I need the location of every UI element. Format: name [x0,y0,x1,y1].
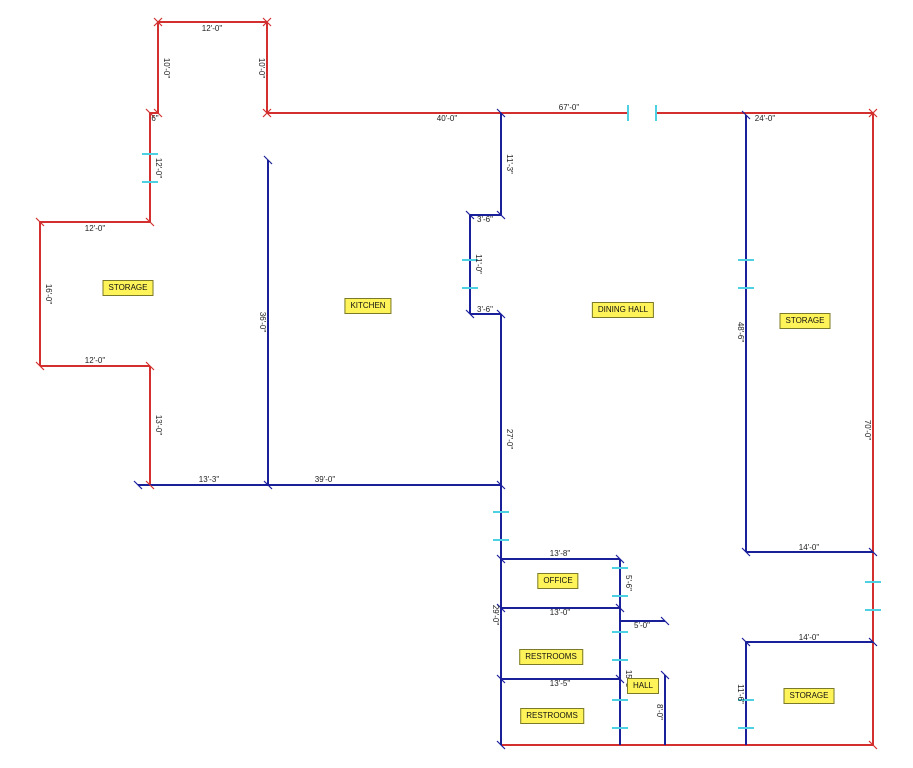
dim-north-kitchen: 40'-0" [437,114,458,123]
room-label-office: OFFICE [537,573,579,589]
dim-restroom-mid: 13'-5" [550,679,571,688]
dim-north-east: 24'-0" [755,114,776,123]
door-openings [142,105,881,729]
dim-kitchen-height: 36'-0" [258,312,267,333]
dim-storage-top: 12'-0" [85,224,106,233]
dim-east-wall: 70'-0" [863,420,872,441]
exterior-walls [39,21,874,746]
dim-dining-lower-wall: 27'-0" [505,429,514,450]
dim-dining-upper-wall: 11'-3" [505,154,514,174]
dim-south-left: 13'-3" [199,475,220,484]
dim-wing-height: 29'-0" [491,605,500,626]
dim-storage-east-height: 48'-6" [736,322,745,343]
wall-end-ticks [35,17,878,750]
dimension-labels: 12'-0" 10'-0" 10'-0" 6" 12'-0" 12'-0" 16… [44,24,872,720]
dim-hall-height: 8'-0" [655,704,664,720]
dim-top-notch-left-height: 10'-0" [162,58,171,79]
room-label-restrooms-lower: RESTROOMS [520,708,584,724]
dim-storage-bottom: 12'-0" [85,356,106,365]
room-label-storage-east: STORAGE [779,313,831,329]
dim-jog-bottom: 3'-6" [477,305,493,314]
room-label-kitchen: KITCHEN [344,298,392,314]
dim-office-bottom: 13'-0" [550,608,571,617]
room-label-storage-southeast: STORAGE [783,688,835,704]
dim-storage-se-top: 14'-0" [799,633,820,642]
dim-jog-top: 3'-6" [477,215,493,224]
dim-storage-se-height: 11'-6" [736,684,745,704]
room-label-hall: HALL [626,678,660,694]
dim-south-kitchen: 39'-0" [315,475,336,484]
dim-small-offset: 6" [151,114,158,123]
dim-top-notch-width: 12'-0" [202,24,223,33]
dim-top-notch-right-height: 10'-0" [257,58,266,79]
dim-storage-left: 16'-0" [44,284,53,305]
room-label-storage-west: STORAGE [102,280,154,296]
room-label-dining-hall: DINING HALL [591,302,655,318]
dim-office-height: 5'-6" [624,575,633,591]
dim-west-lower-wall: 13'-0" [154,415,163,436]
dim-west-upper-wall: 12'-0" [154,158,163,179]
interior-walls [138,113,873,745]
dim-jog-wall: 11'-0" [474,254,483,274]
dim-storage-east-bottom: 14'-0" [799,543,820,552]
dim-hall-width: 5'-0" [634,621,650,630]
dim-north-total: 67'-0" [559,103,580,112]
dim-office-top: 13'-8" [550,549,571,558]
room-label-restrooms-upper: RESTROOMS [519,649,583,665]
